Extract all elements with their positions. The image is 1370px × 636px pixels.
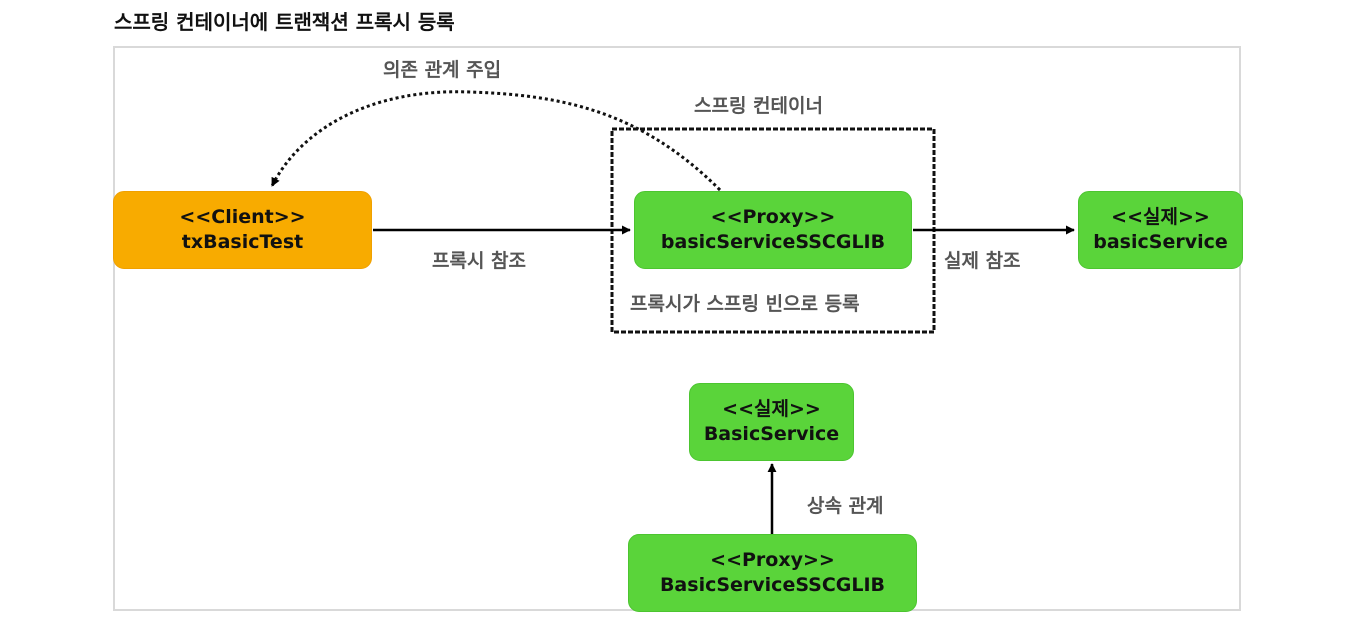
inheritance-label: 상속 관계 <box>807 495 884 517</box>
client-name: txBasicTest <box>181 231 304 253</box>
real-reference-label: 실제 참조 <box>944 250 1021 272</box>
real-class-node: <<실제>> BasicService <box>689 383 854 461</box>
real-service-stereotype: <<실제>> <box>1111 206 1210 229</box>
client-stereotype: <<Client>> <box>179 206 306 229</box>
proxy-name: basicServiceSSCGLIB <box>660 231 886 253</box>
container-caption: 프록시가 스프링 빈으로 등록 <box>630 293 860 315</box>
proxy-node: <<Proxy>> basicServiceSSCGLIB <box>634 191 912 269</box>
client-node: <<Client>> txBasicTest <box>113 191 372 269</box>
proxy-class-node: <<Proxy>> BasicServiceSSCGLIB <box>628 534 917 612</box>
proxy-reference-label: 프록시 참조 <box>432 250 527 272</box>
real-service-node: <<실제>> basicService <box>1078 191 1243 269</box>
dependency-injection-label: 의존 관계 주입 <box>383 59 502 81</box>
page-title: 스프링 컨테이너에 트랜잭션 프록시 등록 <box>114 10 455 34</box>
proxy-class-name: BasicServiceSSCGLIB <box>659 574 886 596</box>
proxy-class-stereotype: <<Proxy>> <box>710 549 835 572</box>
real-class-name: BasicService <box>703 423 840 445</box>
dependency-injection-arrow <box>270 90 722 192</box>
spring-container-label: 스프링 컨테이너 <box>694 95 823 117</box>
real-class-stereotype: <<실제>> <box>722 398 821 421</box>
proxy-stereotype: <<Proxy>> <box>710 206 836 229</box>
real-service-name: basicService <box>1093 231 1228 253</box>
